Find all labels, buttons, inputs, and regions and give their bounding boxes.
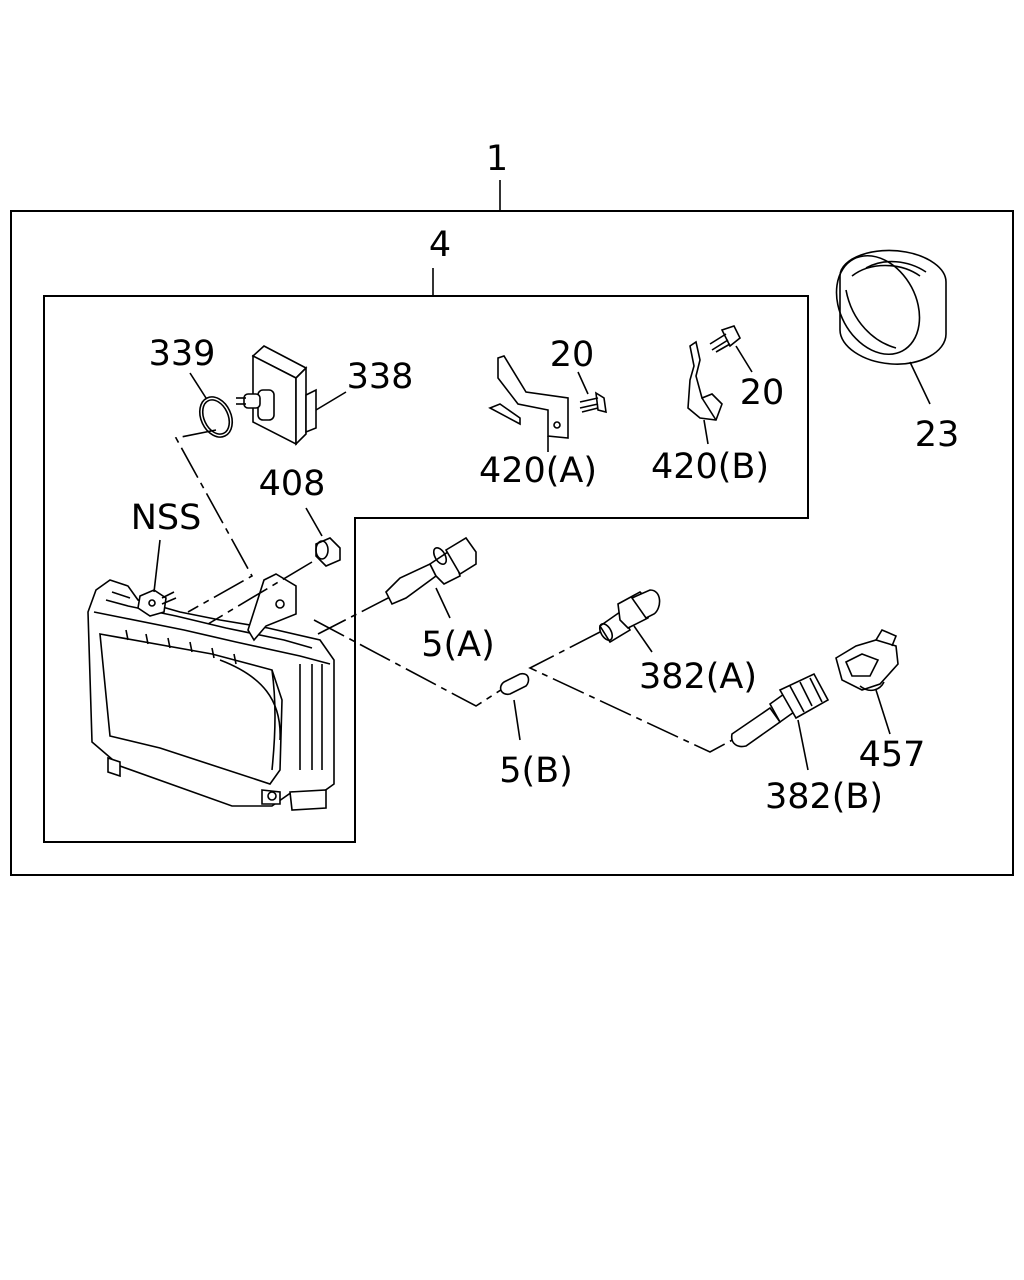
label-socket-382a: 382(A)	[639, 657, 757, 697]
screw-part-20-a	[577, 371, 607, 414]
switch-part-338	[236, 345, 347, 446]
label-bracket-420b: 420(B)	[651, 447, 769, 487]
label-subassembly-4: 4	[429, 225, 451, 265]
subassembly-frame	[43, 295, 809, 843]
socket-part-382b	[730, 672, 830, 771]
assembly-line-339	[174, 429, 254, 613]
label-bulb-5a: 5(A)	[421, 625, 495, 665]
label-switch-338: 338	[347, 357, 414, 397]
label-screw-20-b: 20	[740, 373, 785, 413]
socket-part-382a	[598, 589, 661, 653]
label-connector-457: 457	[859, 735, 926, 775]
label-bracket-420a: 420(A)	[479, 451, 597, 491]
grommet-part-408	[305, 507, 341, 567]
connector-part-457	[835, 628, 899, 735]
label-o-ring-339: 339	[149, 334, 216, 374]
label-ring-23: 23	[915, 415, 960, 455]
headlamp-housing	[87, 539, 335, 811]
label-assembly-1: 1	[486, 139, 508, 179]
assembly-line-5a	[317, 595, 393, 635]
label-nss: NSS	[131, 498, 202, 538]
assembly-line-408	[207, 561, 313, 625]
label-screw-20-a: 20	[550, 335, 595, 375]
assembly-frame	[10, 210, 1014, 876]
label-bulb-5b: 5(B)	[499, 751, 573, 791]
screw-part-20-b	[709, 325, 753, 373]
ring-part-23	[835, 249, 947, 405]
label-grommet-408: 408	[259, 464, 326, 504]
bulb-part-5b	[499, 672, 530, 741]
label-socket-382b: 382(B)	[765, 777, 883, 817]
assembly-line-5b	[313, 619, 511, 707]
bulb-part-5a	[385, 536, 477, 619]
bracket-part-420a	[488, 355, 569, 452]
o-ring-part-339	[189, 372, 234, 438]
bracket-part-420b	[687, 340, 723, 445]
assembly-line-382a	[528, 631, 737, 753]
